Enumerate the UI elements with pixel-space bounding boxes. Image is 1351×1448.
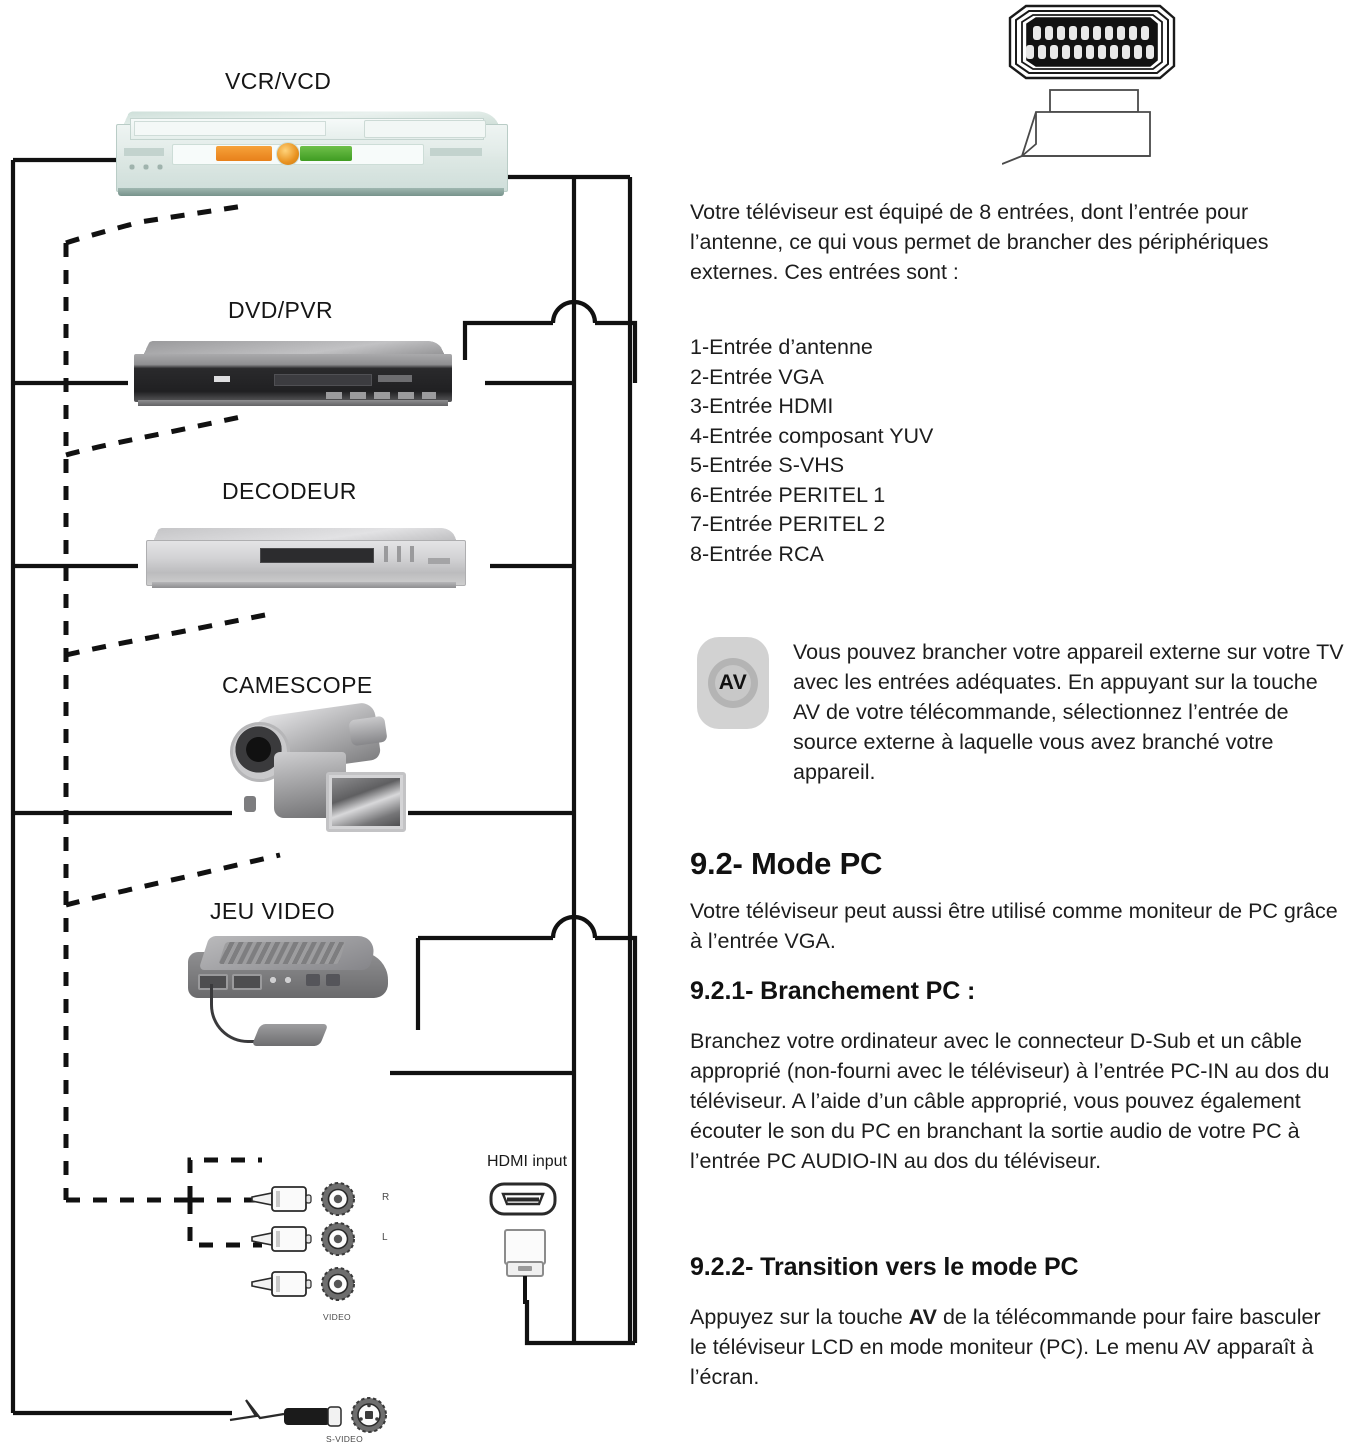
camescope-device-image: [222, 700, 412, 840]
hdmi-input-label: HDMI input: [487, 1153, 568, 1170]
paragraph-9-2-2: Appuyez sur la touche AV de la télécomma…: [690, 1302, 1340, 1392]
connection-diagram: VCR/VCD DVD/PVR DECODEUR CAMESCOPE JEU V…: [10, 68, 638, 1444]
device-label-dvd-pvr: DVD/PVR: [228, 297, 334, 323]
rca-plug-l: [251, 1226, 312, 1252]
device-label-vcr-vcd: VCR/VCD: [225, 68, 332, 94]
av-key-bold: AV: [908, 1305, 937, 1329]
rca-plug-r: [251, 1186, 312, 1212]
device-label-jeu-video: JEU VIDEO: [210, 898, 336, 924]
rca-socket-r: [321, 1182, 355, 1216]
input-item-6: 6-Entrée PERITEL 1: [690, 482, 886, 507]
paragraph-9-2-2-pre: Appuyez sur la touche: [690, 1305, 909, 1329]
input-item-3: 3-Entrée HDMI: [690, 394, 834, 418]
rca-socket-video: [321, 1267, 355, 1301]
input-item-4: 4-Entrée composant YUV: [690, 423, 934, 448]
input-item-5: 5-Entrée S-VHS: [690, 453, 845, 477]
rca-jack-group: [251, 1182, 355, 1301]
heading-9-2-2: 9.2.2- Transition vers le mode PC: [690, 1253, 1079, 1281]
vcr-vcd-device-image: [112, 108, 510, 204]
rca-socket-l: [321, 1222, 355, 1256]
rca-label-right: R: [382, 1192, 390, 1203]
intro-paragraph: Votre téléviseur est équipé de 8 entrées…: [690, 200, 1269, 284]
av-button-icon: AV: [697, 637, 769, 729]
inputs-list: 1-Entrée d’antenne 2-Entrée VGA 3-Entrée…: [690, 333, 1340, 569]
wiring-lines: [10, 157, 638, 1416]
device-label-camescope: CAMESCOPE: [222, 672, 373, 698]
heading-9-2-1: 9.2.1- Branchement PC :: [690, 977, 976, 1005]
text-column: Votre téléviseur est équipé de 8 entrées…: [690, 0, 1345, 1448]
heading-9-2: 9.2- Mode PC: [690, 846, 883, 881]
scart-connector: [1002, 4, 1176, 165]
rca-label-video: VIDEO: [323, 1312, 351, 1322]
rca-plug-video: [251, 1271, 312, 1297]
av-note-text: Vous pouvez brancher votre appareil exte…: [793, 640, 1344, 784]
svideo-label: S-VIDEO: [326, 1434, 364, 1444]
paragraph-9-2: Votre téléviseur peut aussi être utilisé…: [690, 899, 1338, 953]
hdmi-connector-group: [489, 1182, 557, 1304]
paragraph-9-2-1: Branchez votre ordinateur avec le connec…: [690, 1029, 1330, 1173]
svideo-jack-group: [229, 1397, 387, 1433]
jeu-video-device-image: [188, 930, 418, 1080]
input-item-7: 7-Entrée PERITEL 2: [690, 512, 886, 536]
input-item-8: 8-Entrée RCA: [690, 541, 824, 566]
dvd-pvr-device-image: [128, 336, 458, 416]
paragraph-9-2-2-post: de la télécommande pour faire basculer l…: [690, 1305, 1321, 1389]
av-icon-label: AV: [718, 671, 748, 694]
rca-label-left: L: [382, 1232, 388, 1243]
decodeur-device-image: [140, 524, 470, 596]
device-label-decodeur: DECODEUR: [222, 478, 357, 504]
input-item-1: 1-Entrée d’antenne: [690, 335, 873, 359]
input-item-2: 2-Entrée VGA: [690, 364, 824, 389]
